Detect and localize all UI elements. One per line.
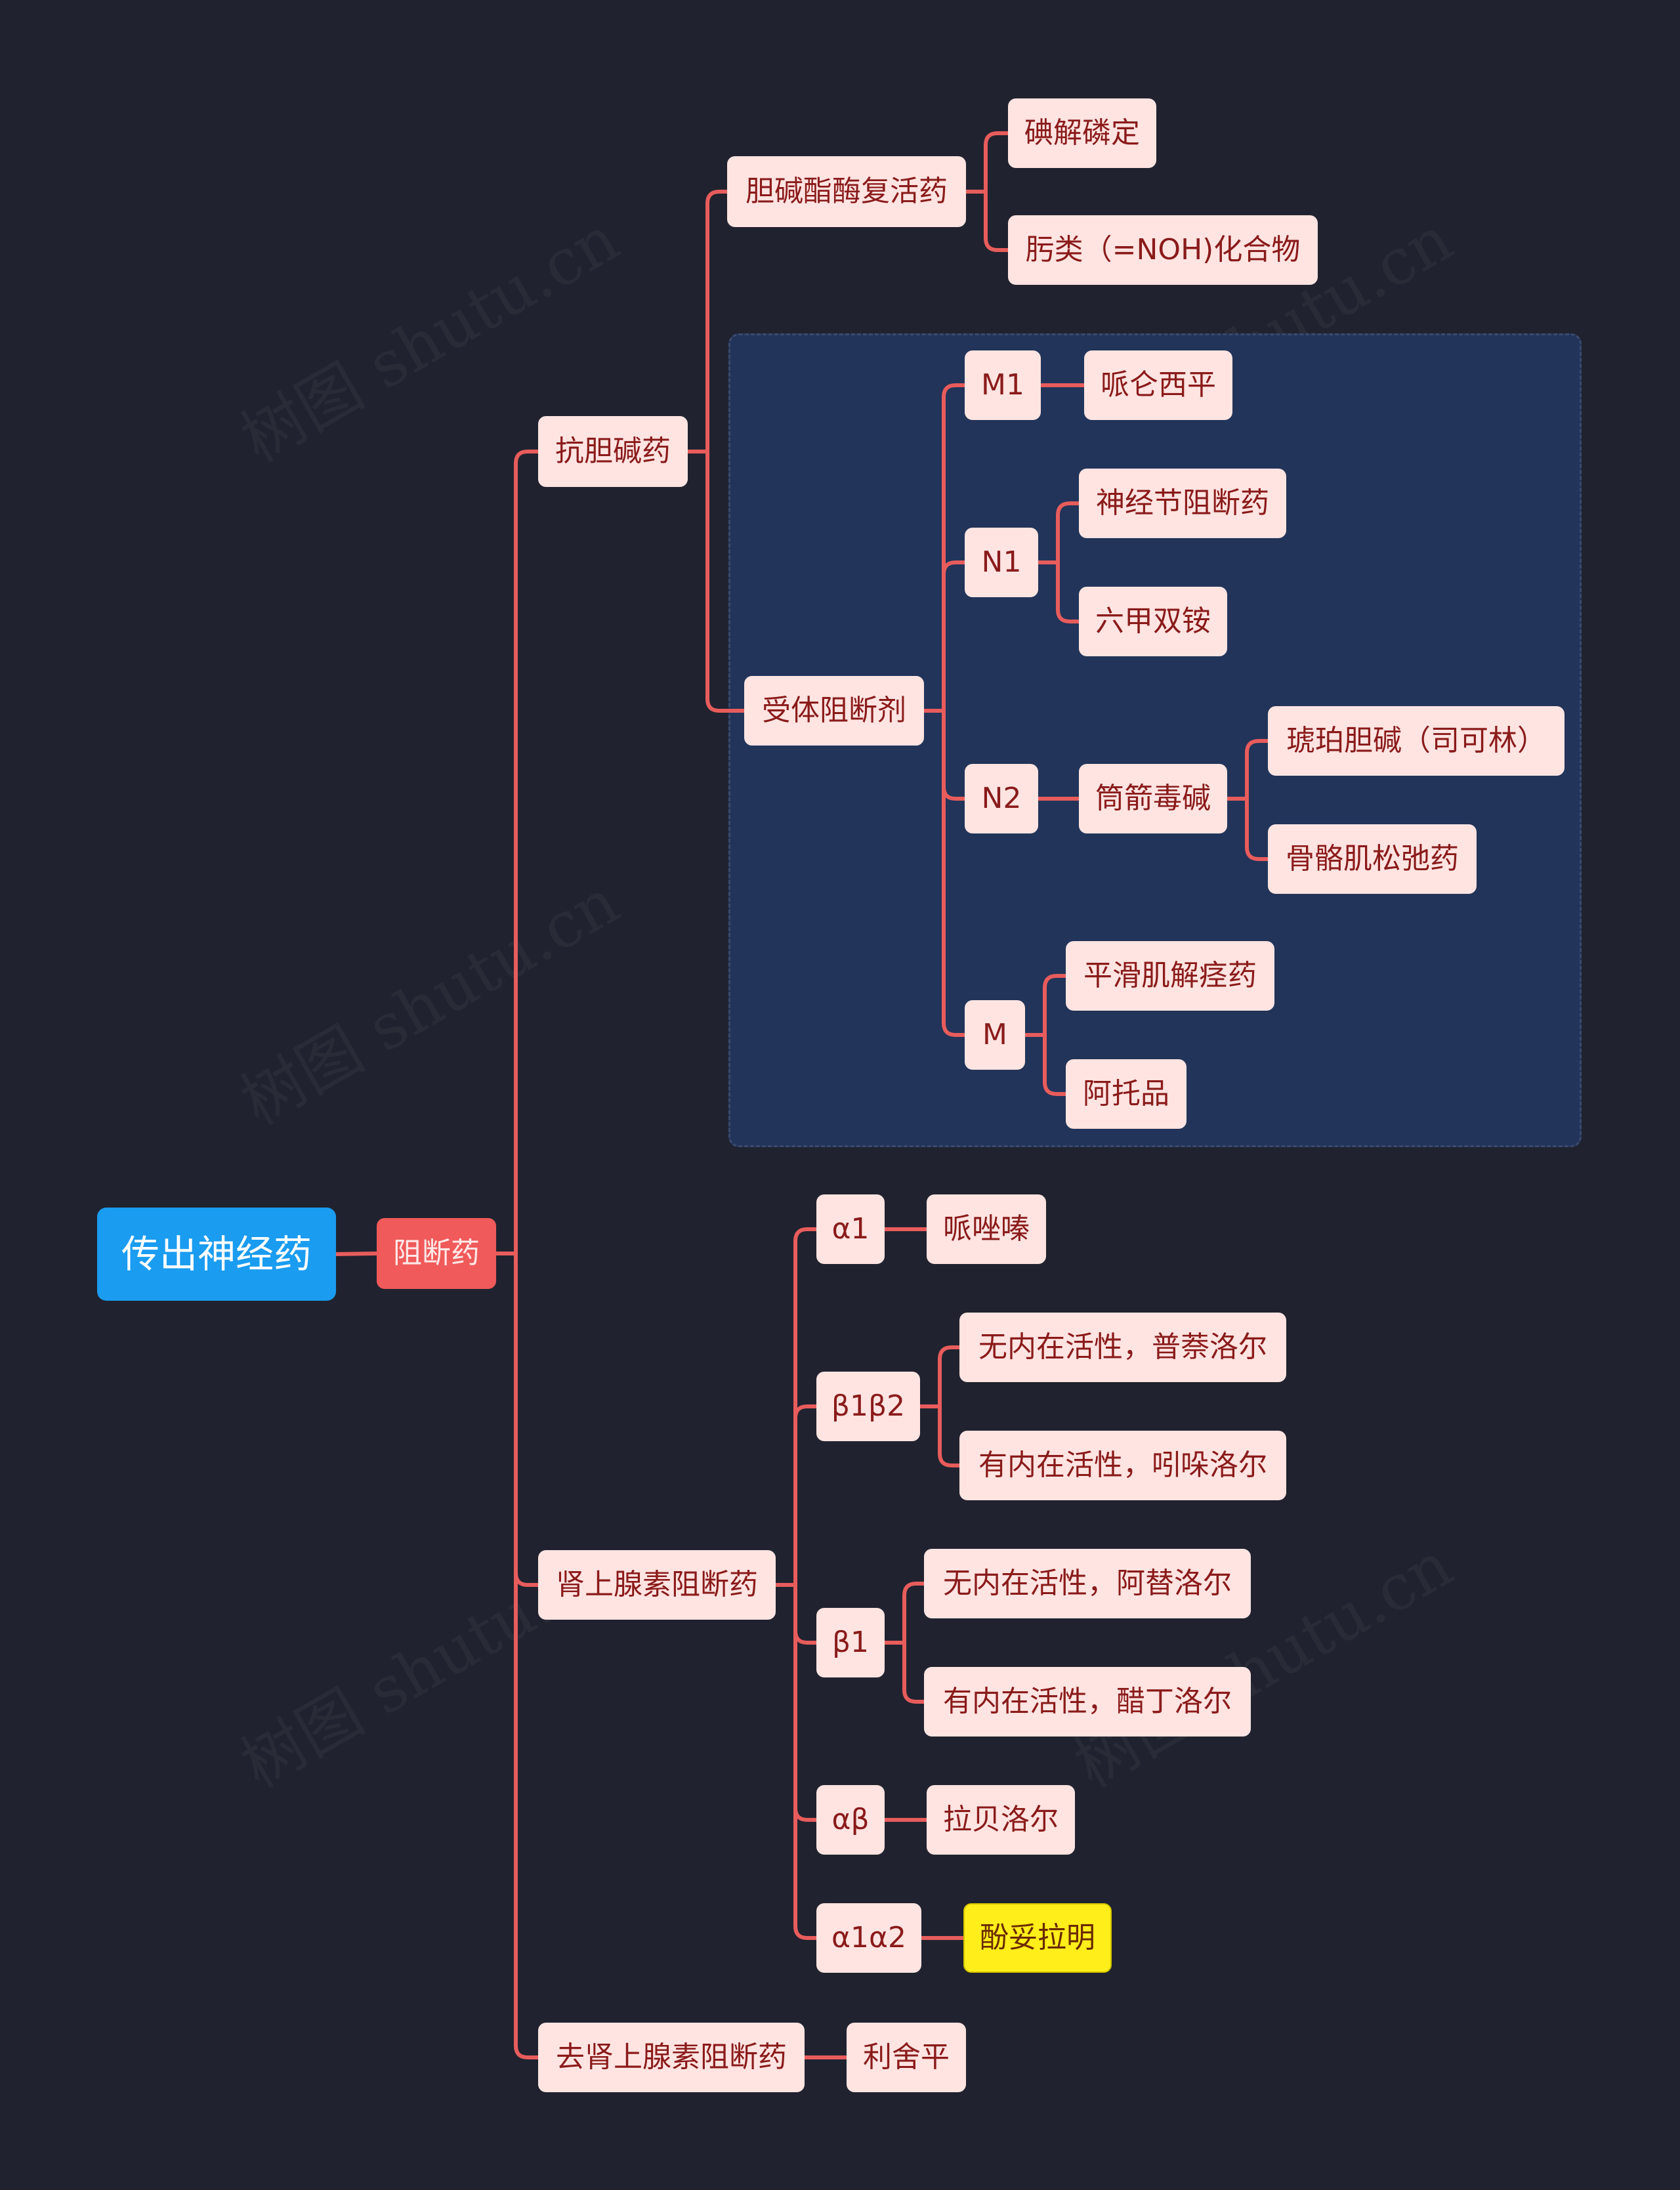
alpha1alpha2-node[interactable]: α1α2 — [816, 1903, 921, 1973]
connector-line — [686, 190, 729, 453]
connector-line — [494, 1252, 540, 2059]
root-node[interactable]: 传出神经药 — [97, 1208, 336, 1301]
succinylcholine-node[interactable]: 琥珀胆碱（司可林） — [1268, 706, 1564, 776]
connector-line — [1036, 501, 1081, 564]
reserpine-node[interactable]: 利舍平 — [847, 2023, 966, 2092]
beta1beta2-node[interactable]: β1β2 — [816, 1372, 920, 1441]
connector-line — [774, 1404, 818, 1587]
connector-line — [1036, 560, 1081, 623]
connector-line — [334, 1252, 379, 1256]
anticholinergic-node[interactable]: 抗胆碱药 — [538, 416, 688, 487]
adrenergic-blocker-node[interactable]: 肾上腺素阻断药 — [538, 1550, 776, 1620]
connector-line — [964, 190, 1010, 252]
connector-line — [494, 450, 540, 1255]
pralidoxime-node[interactable]: 碘解磷定 — [1008, 98, 1156, 168]
smooth-muscle-antispasmodic-node[interactable]: 平滑肌解痉药 — [1066, 941, 1274, 1011]
hexamethonium-node[interactable]: 六甲双铵 — [1079, 587, 1227, 656]
tubocurarine-node[interactable]: 筒箭毒碱 — [1079, 764, 1227, 833]
pirenzepine-node[interactable]: 哌仑西平 — [1084, 350, 1232, 420]
connector-line — [686, 450, 746, 713]
receptor-blocker-node[interactable]: 受体阻断剂 — [744, 676, 924, 746]
connector-line — [1225, 739, 1270, 801]
alpha1-node[interactable]: α1 — [816, 1194, 885, 1264]
blocker-node[interactable]: 阻断药 — [377, 1218, 496, 1289]
connector-line — [774, 1227, 818, 1587]
m-node[interactable]: M — [965, 1000, 1025, 1070]
connector-line — [922, 560, 967, 713]
labetalol-node[interactable]: 拉贝洛尔 — [927, 1785, 1075, 1855]
connector-line — [883, 1582, 926, 1645]
connector-line — [774, 1583, 818, 1940]
connector-line — [964, 131, 1010, 194]
skeletal-muscle-relaxant-node[interactable]: 骨骼肌松弛药 — [1268, 824, 1477, 894]
pindolol-node[interactable]: 有内在活性，吲哚洛尔 — [959, 1431, 1286, 1500]
n2-node[interactable]: N2 — [965, 764, 1038, 833]
connector-line — [1225, 797, 1270, 861]
connector-line — [883, 1641, 926, 1704]
connector-line — [1023, 974, 1068, 1037]
alpha-beta-node[interactable]: αβ — [816, 1785, 885, 1855]
reactivator-node[interactable]: 胆碱酯酶复活药 — [727, 156, 966, 227]
atropine-node[interactable]: 阿托品 — [1066, 1059, 1186, 1129]
prazosin-node[interactable]: 哌唑嗪 — [927, 1194, 1046, 1264]
propranolol-node[interactable]: 无内在活性，普萘洛尔 — [959, 1313, 1286, 1382]
acebutolol-node[interactable]: 有内在活性，醋丁洛尔 — [924, 1667, 1251, 1737]
noradrenergic-blocker-node[interactable]: 去肾上腺素阻断药 — [538, 2023, 805, 2092]
beta1-node[interactable]: β1 — [816, 1608, 885, 1677]
connector-line — [918, 1404, 961, 1467]
ganglion-blocker-node[interactable]: 神经节阻断药 — [1079, 469, 1286, 538]
connector-line — [918, 1345, 961, 1408]
n1-node[interactable]: N1 — [965, 528, 1038, 597]
connector-line — [1023, 1033, 1068, 1096]
m1-node[interactable]: M1 — [965, 350, 1041, 420]
atenolol-node[interactable]: 无内在活性，阿替洛尔 — [924, 1549, 1251, 1618]
oxime-compound-node[interactable]: 肟类（=NOH)化合物 — [1008, 215, 1318, 285]
connector-line — [922, 383, 967, 713]
connector-line — [922, 709, 967, 1037]
phentolamine-node[interactable]: 酚妥拉明 — [963, 1903, 1112, 1973]
